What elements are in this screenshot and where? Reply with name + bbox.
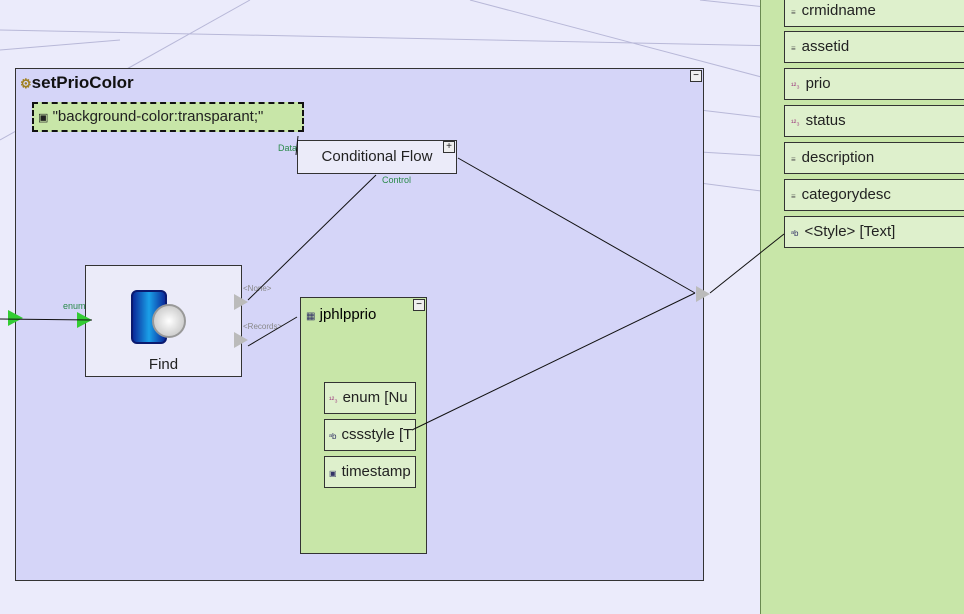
field-crmidname[interactable]: ≡crmidname (784, 0, 964, 27)
number-icon: ¹²₃ (791, 118, 800, 127)
conditional-flow-node[interactable]: Conditional Flow + (297, 140, 457, 174)
number-icon: ¹²₃ (791, 81, 800, 90)
string-icon: ≡ (791, 192, 796, 201)
string-icon: ≡ (791, 155, 796, 164)
field-categorydesc[interactable]: ≡categorydesc (784, 179, 964, 211)
text-icon: ᵃb (329, 432, 337, 441)
field-description[interactable]: ≡description (784, 142, 964, 174)
find-node[interactable]: Find (85, 265, 242, 377)
entity-title: ▦ jphlpprio (306, 306, 377, 323)
group-title: ⚙setPrioColor (20, 73, 134, 92)
expand-button[interactable]: + (443, 141, 455, 153)
records-port-label: <Records> (243, 322, 283, 331)
gear-icon: ⚙ (20, 76, 32, 91)
string-icon: ≡ (791, 44, 796, 53)
collapse-button[interactable]: − (413, 299, 425, 311)
collapse-button[interactable]: − (690, 70, 702, 82)
field-assetid[interactable]: ≡assetid (784, 31, 964, 63)
none-port-label: <None> (243, 284, 272, 293)
magnifier-icon (152, 304, 186, 338)
input-port[interactable] (77, 312, 92, 328)
table-icon: ▦ (306, 311, 316, 322)
enum-port-label: enum (63, 301, 86, 311)
field-timestamp[interactable]: ▣timestamp (324, 456, 416, 488)
constant-node[interactable]: ▣ "background-color:transparant;" (32, 102, 304, 132)
group-input-port[interactable] (8, 310, 23, 326)
data-port-label: Data (278, 143, 298, 153)
timestamp-icon: ▣ (329, 469, 337, 478)
none-port[interactable] (234, 294, 248, 310)
field-style-text[interactable]: ᵃb<Style> [Text] (784, 216, 964, 248)
control-port-label: Control (382, 175, 412, 185)
string-icon: ≡ (791, 8, 796, 17)
setPrioColor-group[interactable]: ⚙setPrioColor − ▣ "background-color:tran… (8, 68, 710, 581)
group-output-port[interactable] (696, 286, 710, 302)
number-icon: ¹²₃ (329, 395, 338, 404)
text-icon: ᵃb (791, 229, 799, 238)
records-port[interactable] (234, 332, 248, 348)
constant-icon: ▣ (38, 112, 49, 124)
